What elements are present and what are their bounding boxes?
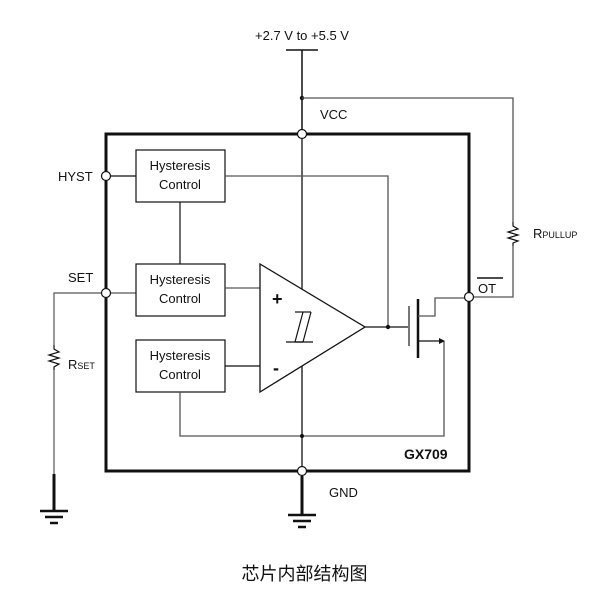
hyst-pin	[100, 170, 112, 182]
hysteresis-block-3: Hysteresis Control	[135, 339, 226, 393]
gnd-pin	[296, 465, 308, 477]
ot-pin	[463, 291, 475, 303]
output-junction-dot	[385, 324, 391, 330]
vcc-pin-label: VCC	[320, 107, 347, 122]
rpullup-resistor	[505, 222, 521, 246]
rset-resistor	[46, 345, 62, 370]
set-pin-label: SET	[68, 270, 93, 285]
output-mosfet	[408, 297, 469, 358]
svg-text:Control: Control	[159, 367, 201, 382]
block1-feedback-wire	[225, 175, 389, 326]
rset-wire-top	[53, 292, 106, 345]
comparator-plus-sign: +	[272, 289, 283, 309]
svg-text:Control: Control	[159, 291, 201, 306]
svg-text:Control: Control	[159, 177, 201, 192]
supply-voltage-label: +2.7 V to +5.5 V	[255, 28, 349, 43]
svg-text:Hysteresis: Hysteresis	[150, 158, 211, 173]
set-pin	[100, 287, 112, 299]
pullup-wire-top	[302, 97, 514, 222]
gnd-junction-dot	[300, 434, 304, 438]
part-number-label: GX709	[404, 446, 448, 462]
ot-pin-label: OT	[478, 281, 496, 296]
pullup-wire-bottom	[469, 246, 514, 298]
source-return-wire	[179, 341, 445, 437]
chip-outline	[104, 132, 471, 473]
rpullup-label: RPULLUP	[533, 226, 577, 241]
hysteresis-symbol-icon	[286, 311, 313, 343]
figure-caption: 芯片内部结构图	[241, 564, 368, 585]
hyst-pin-label: HYST	[58, 169, 93, 184]
hysteresis-block-2: Hysteresis Control	[135, 263, 226, 317]
vcc-pin	[296, 128, 308, 140]
comparator	[259, 262, 367, 394]
hysteresis-block-1: Hysteresis Control	[135, 149, 226, 203]
ground-symbol-main	[288, 513, 316, 529]
svg-text:Hysteresis: Hysteresis	[150, 348, 211, 363]
rset-label: RSET	[68, 357, 95, 372]
gnd-pin-label: GND	[329, 485, 358, 500]
svg-text:Hysteresis: Hysteresis	[150, 272, 211, 287]
comparator-minus-sign: -	[273, 358, 279, 378]
ground-symbol-left	[40, 509, 68, 525]
